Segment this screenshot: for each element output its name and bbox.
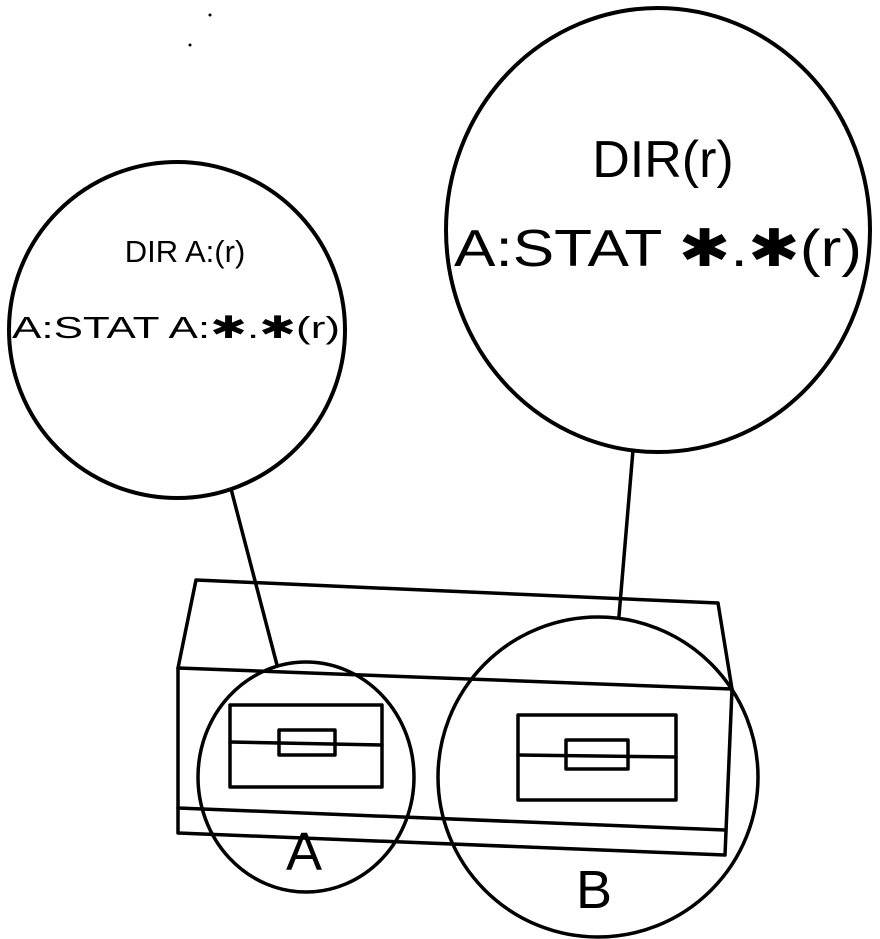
drive-unit-base-line <box>176 806 727 832</box>
drive-b-latch <box>564 738 630 771</box>
drive-a-latch <box>277 728 337 757</box>
drive-unit <box>176 578 734 857</box>
drive-unit-top <box>176 578 734 691</box>
drive-b-slot <box>516 713 678 802</box>
speck <box>188 43 192 47</box>
drive-a-slot-line <box>228 740 384 747</box>
right-callout-bubble: DIR(r) A:STAT ✱.✱(r) <box>444 6 872 454</box>
right-bubble-circle <box>444 6 872 454</box>
drive-a-label: A <box>286 822 322 882</box>
drive-unit-front <box>176 666 734 857</box>
drive-a-slot <box>228 703 384 789</box>
left-bubble-line2: A:STAT A:✱.✱(r) <box>12 310 340 345</box>
drive-b-label: B <box>576 860 612 920</box>
left-callout-bubble: DIR A:(r) A:STAT A:✱.✱(r) <box>7 160 347 500</box>
left-bubble-circle <box>7 160 347 500</box>
left-bubble-line1: DIR A:(r) <box>125 234 246 269</box>
connector-line-a <box>228 483 279 667</box>
drive-a-circle <box>196 660 416 894</box>
drive-b-slot-line <box>516 753 678 759</box>
right-bubble-line2: A:STAT ✱.✱(r) <box>454 220 862 278</box>
drive-b-circle <box>436 615 760 939</box>
speck <box>208 13 212 17</box>
connector-line-b <box>617 448 635 618</box>
right-bubble-line1: DIR(r) <box>592 131 734 189</box>
